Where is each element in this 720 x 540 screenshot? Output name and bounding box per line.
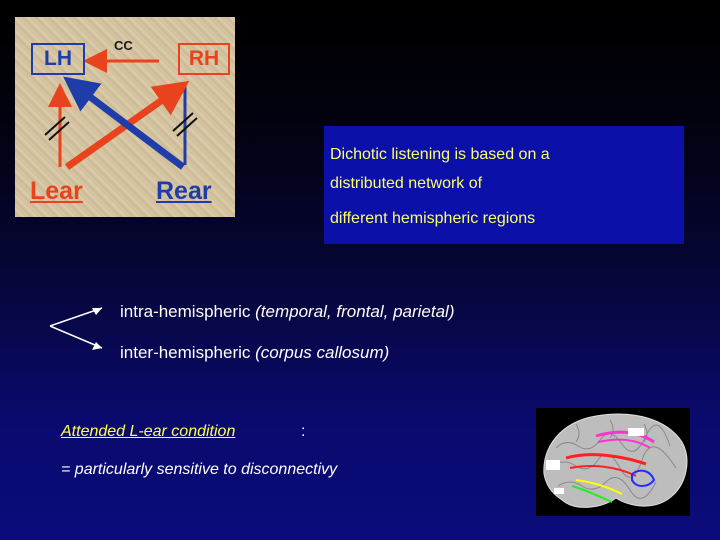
attended-colon: : [301, 423, 306, 440]
info-line-3: different hemispheric regions [330, 210, 536, 227]
left-block-mark [44, 116, 70, 141]
branch-arrows-icon [49, 307, 103, 350]
inter-term: inter-hemispheric [120, 343, 251, 362]
rear-label: Rear [156, 177, 212, 205]
rh-node: RH [178, 43, 230, 75]
right-to-lh-arrow [63, 76, 186, 170]
cc-label: CC [114, 38, 133, 53]
info-box: Dichotic listening is based on a distrib… [324, 126, 684, 244]
lh-node: LH [31, 43, 85, 75]
diagram-arrows [44, 49, 198, 170]
inter-hemispheric-item: inter-hemispheric (corpus callosum) [120, 343, 389, 363]
info-line-2: distributed network of [330, 175, 483, 192]
hemisphere-diagram: LH RH CC Lear Rear [15, 17, 235, 217]
lear-label: Lear [30, 177, 83, 205]
left-to-rh-arrow [64, 80, 190, 170]
attended-condition-desc: = particularly sensitive to disconnectiv… [61, 461, 338, 478]
attended-condition-title: Attended L-ear condition [61, 423, 236, 440]
intra-hemispheric-item: intra-hemispheric (temporal, frontal, pa… [120, 302, 455, 322]
inter-detail: (corpus callosum) [255, 343, 390, 362]
brain-tractography-image [536, 408, 690, 516]
right-block-mark [172, 112, 198, 137]
info-line-1: Dichotic listening is based on a [330, 146, 550, 163]
intra-term: intra-hemispheric [120, 302, 251, 321]
intra-detail: (temporal, frontal, parietal) [255, 302, 455, 321]
